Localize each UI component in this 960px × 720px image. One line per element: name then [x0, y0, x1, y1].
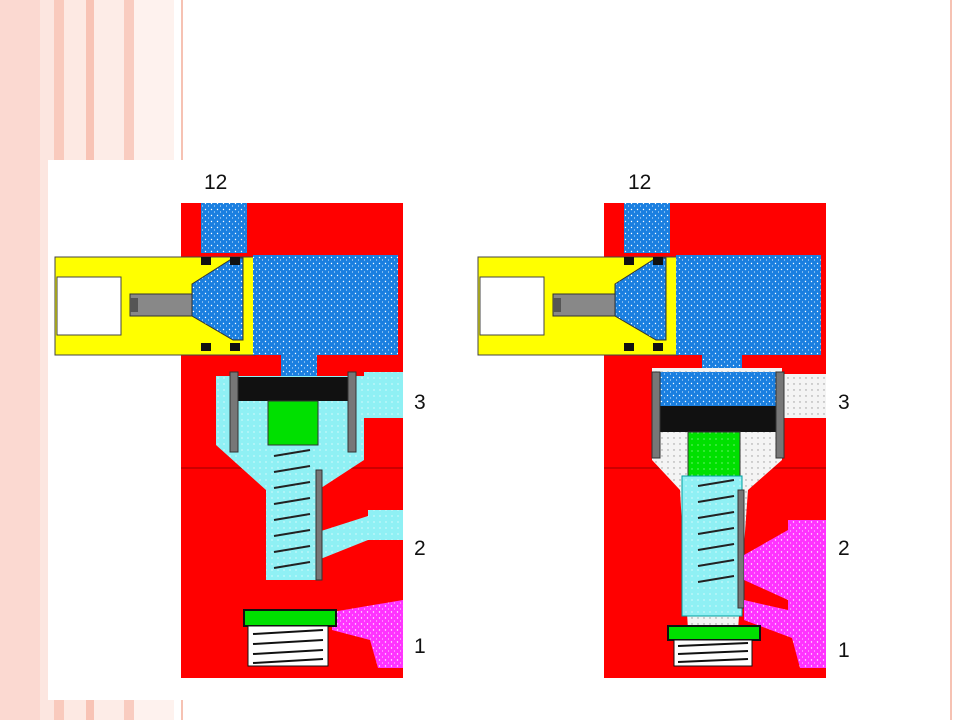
- pilot-chamber: [676, 255, 821, 355]
- diagram-panel: 12 3 2 1 12 3 2 1: [48, 160, 912, 700]
- pilot-chamber: [253, 255, 398, 355]
- port-label-1: 1: [414, 635, 426, 658]
- plunger: [552, 293, 616, 317]
- piston-head: [658, 406, 778, 432]
- spring: [273, 449, 311, 569]
- outlet-passage: [318, 510, 403, 560]
- piston-head: [233, 377, 353, 401]
- valve-seat: [667, 625, 761, 641]
- supply-outlet-passage: [744, 520, 826, 668]
- valve-seat: [243, 609, 337, 627]
- pilot-inlet-port: [624, 203, 670, 253]
- valve-left: [54, 203, 403, 678]
- plunger: [129, 293, 193, 317]
- port-label-3: 3: [838, 391, 850, 414]
- slide-border-line: [950, 0, 952, 720]
- port-label-3: 3: [414, 391, 426, 414]
- port-label-1: 1: [838, 639, 850, 662]
- port-label-12: 12: [204, 171, 228, 194]
- piston-stem: [267, 400, 319, 446]
- valve-right: [477, 203, 826, 678]
- spring: [697, 479, 735, 583]
- port-label-12: 12: [628, 171, 652, 194]
- slide-stripe: [0, 0, 40, 720]
- port-label-2: 2: [838, 537, 850, 560]
- pilot-inlet-port: [201, 203, 247, 253]
- supply-passage: [332, 600, 403, 668]
- valve-diagram-svg: [54, 203, 826, 678]
- port-label-2: 2: [414, 537, 426, 560]
- piston-stem: [687, 431, 741, 477]
